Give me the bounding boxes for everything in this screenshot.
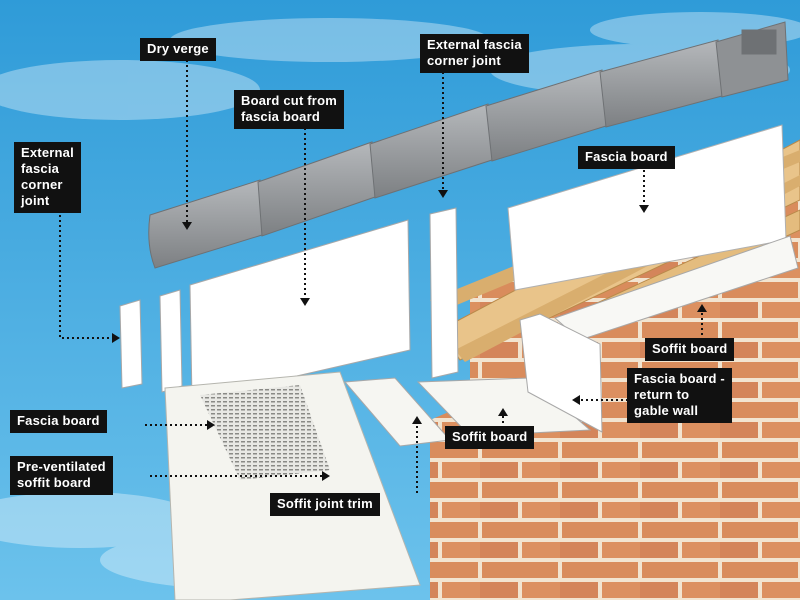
brick-gable-wall xyxy=(430,250,800,600)
label-dry-verge: Dry verge xyxy=(140,38,216,61)
label-soffit-board-center: Soffit board xyxy=(445,426,535,449)
soffit-vent-strip xyxy=(200,385,330,480)
fascia-return-piece xyxy=(519,313,603,433)
dry-verge xyxy=(148,21,789,269)
soffit-board-center-piece xyxy=(416,377,592,437)
corner-joint-top-piece xyxy=(429,207,459,379)
leader-lines xyxy=(59,60,703,493)
label-external-fascia-corner-joint-left: External fascia corner joint xyxy=(14,142,81,213)
label-fascia-board-top: Fascia board xyxy=(578,146,675,169)
label-soffit-board-right: Soffit board xyxy=(645,338,735,361)
label-soffit-joint-trim: Soffit joint trim xyxy=(270,493,380,516)
corner-joint-left-piece xyxy=(119,299,143,389)
label-board-cut-from-fascia: Board cut from fascia board xyxy=(234,90,344,129)
label-external-fascia-corner-joint-top: External fascia corner joint xyxy=(420,34,529,73)
label-fascia-board-left: Fascia board xyxy=(10,410,107,433)
label-fascia-board-return: Fascia board - return to gable wall xyxy=(627,368,732,423)
leader-arrowheads xyxy=(112,190,707,481)
fascia-board-left-piece xyxy=(159,289,183,393)
board-cut-from-fascia xyxy=(189,219,411,401)
label-pre-ventilated-soffit-board: Pre-ventilated soffit board xyxy=(10,456,113,495)
